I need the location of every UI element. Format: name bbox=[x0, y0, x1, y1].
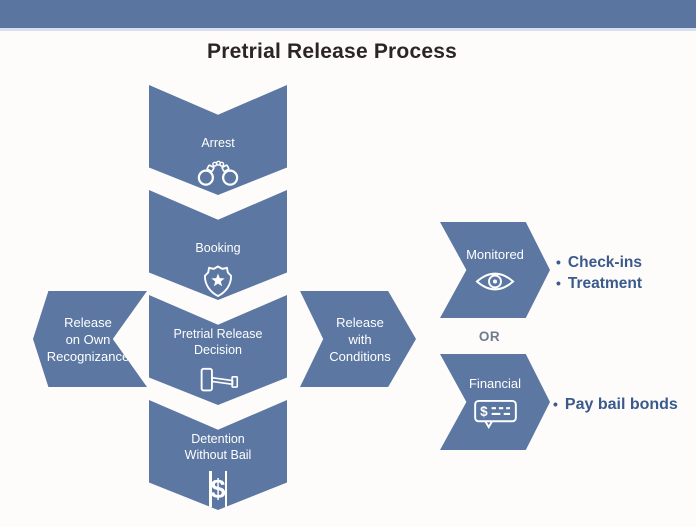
bail-payment-icon: $ bbox=[473, 398, 518, 429]
flow-step-detention: Detention Without Bail $ bbox=[149, 400, 287, 510]
flow-step-pretrial-decision: Pretrial Release Decision bbox=[149, 295, 287, 405]
bullet-dot: • bbox=[556, 254, 561, 270]
outcome-monitored: Monitored bbox=[440, 222, 550, 318]
police-badge-icon bbox=[203, 264, 233, 299]
bullet-text: Pay bail bonds bbox=[564, 396, 678, 413]
eye-icon bbox=[475, 269, 515, 294]
branch-label: Release on Own Recognizance bbox=[46, 314, 130, 364]
branch-release-own-recognizance: Release on Own Recognizance bbox=[33, 291, 147, 387]
flow-step-booking: Booking bbox=[149, 190, 287, 300]
flow-step-label: Booking bbox=[195, 241, 241, 255]
flow-step-label: Arrest bbox=[201, 136, 235, 150]
bullet-dot: • bbox=[553, 396, 558, 412]
page-title: Pretrial Release Process bbox=[207, 40, 457, 63]
outcome-financial: Financial $ bbox=[440, 354, 550, 450]
monitored-bullet-list: • Check-ins • Treatment bbox=[556, 252, 642, 294]
svg-text:$: $ bbox=[480, 403, 488, 418]
flow-step-label: Pretrial Release Decision bbox=[173, 327, 263, 357]
bullet-text: Treatment bbox=[567, 275, 642, 292]
bullet-text: Check-ins bbox=[567, 254, 642, 271]
handcuffs-icon bbox=[195, 159, 241, 187]
financial-bullet-list: • Pay bail bonds bbox=[553, 394, 678, 415]
list-item: • Treatment bbox=[556, 273, 642, 294]
list-item: • Pay bail bonds bbox=[553, 394, 678, 415]
outcome-label: Financial bbox=[468, 375, 522, 391]
branch-release-with-conditions: Release with Conditions bbox=[300, 291, 416, 387]
top-accent-bar-edge bbox=[0, 28, 696, 31]
outcome-label: Monitored bbox=[466, 246, 524, 262]
flow-step-label: Detention Without Bail bbox=[184, 432, 252, 462]
top-accent-bar bbox=[0, 0, 696, 28]
list-item: • Check-ins bbox=[556, 252, 642, 273]
flow-step-arrest: Arrest bbox=[149, 85, 287, 195]
bullet-dot: • bbox=[556, 275, 561, 291]
or-connector-label: OR bbox=[478, 329, 501, 344]
branch-label: Release with Conditions bbox=[329, 314, 391, 364]
gavel-icon bbox=[195, 366, 242, 396]
money-behind-bars-icon: $ bbox=[206, 471, 230, 507]
